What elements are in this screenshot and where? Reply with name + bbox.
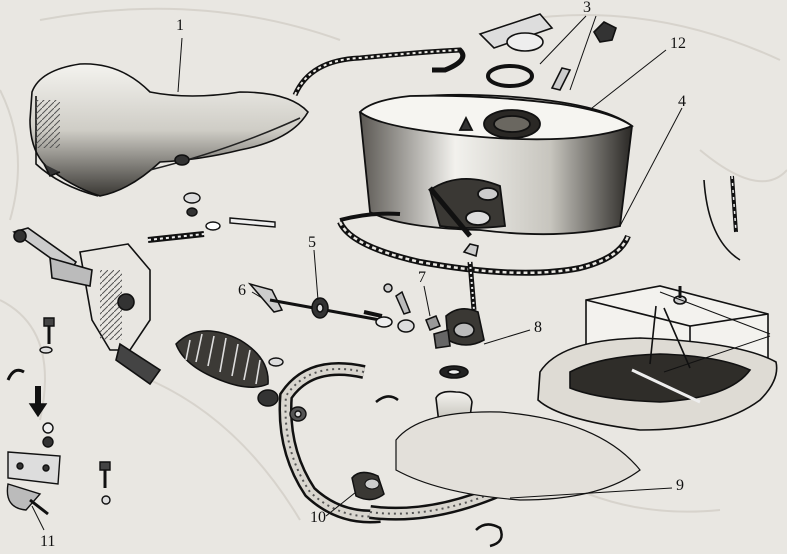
battery-box — [537, 285, 778, 431]
pivot-rod-part-5-6 — [247, 282, 441, 333]
filler-cap-part-3 — [478, 13, 617, 91]
callout-label-4: 4 — [678, 93, 686, 110]
callout-label-1: 1 — [176, 17, 184, 34]
callout-label-3: 3 — [583, 0, 591, 16]
footrest-rubber — [175, 330, 269, 388]
tank-bracket — [703, 175, 741, 261]
footrest-bracket — [12, 227, 205, 386]
leader-lines — [31, 15, 771, 531]
callout-label-12: 12 — [670, 35, 686, 52]
fuel-tank-part-12 — [358, 93, 634, 238]
seat-small-parts — [183, 192, 276, 231]
callout-label-10: 10 — [310, 509, 326, 526]
callout-label-6: 6 — [238, 282, 246, 299]
callout-label-7: 7 — [418, 269, 426, 286]
callout-label-9: 9 — [676, 477, 684, 494]
callout-label-8: 8 — [534, 319, 542, 336]
tray-outline — [395, 411, 641, 501]
misc-fasteners — [6, 317, 307, 516]
seat-part-1 — [29, 63, 309, 197]
callout-label-5: 5 — [308, 234, 316, 251]
callout-label-11: 11 — [40, 533, 56, 550]
